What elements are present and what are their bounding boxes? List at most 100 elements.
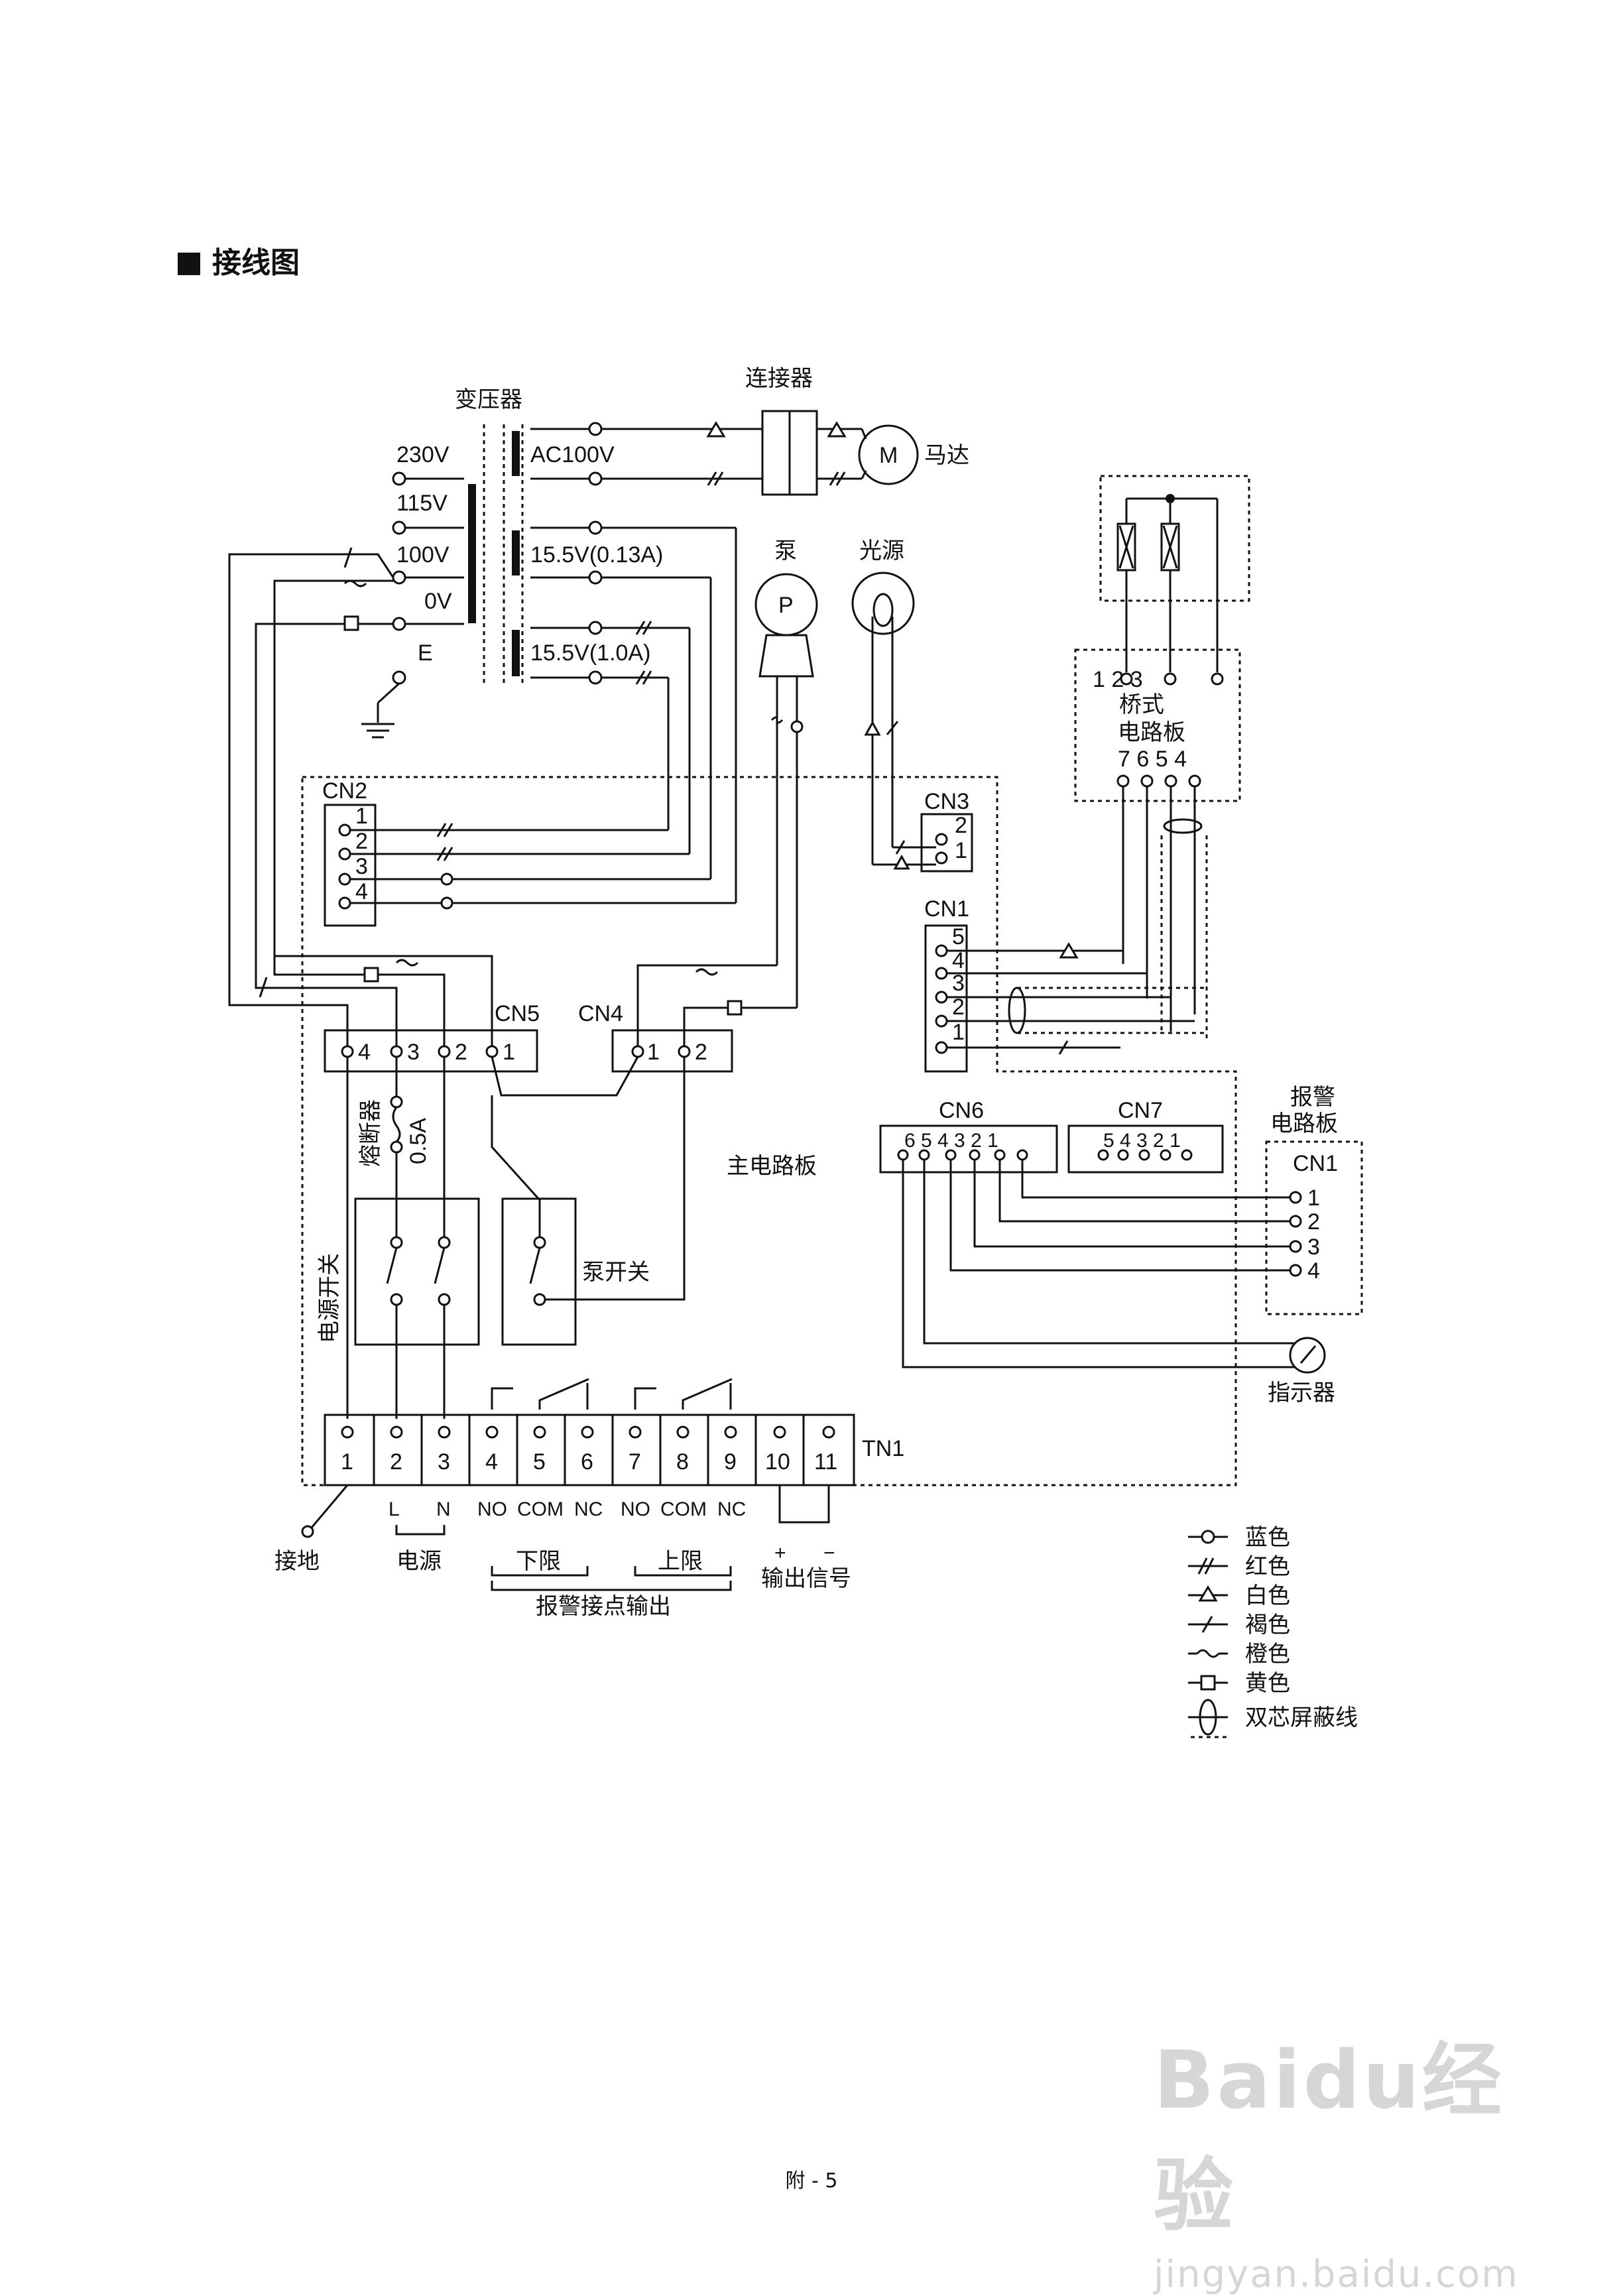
heading-text: 接线图 <box>212 246 300 280</box>
cn3-title: CN3 <box>924 789 969 814</box>
cn6-connector: CN6 6 5 4 3 2 1 <box>879 1098 1313 1368</box>
cn7-connector: CN7 5 4 3 2 1 <box>1067 1098 1224 1174</box>
transformer: 变压器 230V 115V 100V 0V E AC100V 15.5V(0.1… <box>361 387 663 739</box>
label-com-2: COM <box>660 1498 707 1520</box>
watermark-brand: Baidu经验 <box>1154 2035 1504 2242</box>
cn3-pin-2: 2 <box>955 813 967 838</box>
label-nc-2: NC <box>717 1498 746 1520</box>
power-switch-label: 电源开关 <box>317 1253 342 1343</box>
cn2-pin-4: 4 <box>355 879 368 904</box>
legend-blue: 蓝色 <box>1245 1525 1290 1550</box>
legend-orange: 橙色 <box>1245 1642 1290 1667</box>
cn7-title: CN7 <box>1118 1098 1163 1123</box>
contactor-label: 连接器 <box>745 366 813 391</box>
main-board: 主电路板 <box>301 776 1237 1486</box>
legend-shielded: 双芯屏蔽线 <box>1245 1705 1358 1730</box>
cn6-title: CN6 <box>939 1098 984 1123</box>
label-no-1: NO <box>477 1498 507 1520</box>
label-plus: + <box>774 1542 786 1564</box>
tn1-num-7: 7 <box>629 1449 641 1475</box>
label-n: N <box>436 1498 451 1520</box>
tn1-num-3: 3 <box>438 1449 450 1475</box>
alarm-pin-4: 4 <box>1307 1258 1320 1284</box>
legend-circle-icon <box>1201 1530 1215 1544</box>
cn2-pin-3: 3 <box>355 854 368 879</box>
alarm-pin-2: 2 <box>1307 1209 1320 1235</box>
pump-switch-label: 泵开关 <box>582 1260 650 1285</box>
alarm-label-2: 电路板 <box>1270 1111 1338 1136</box>
tap-e: E <box>418 640 433 666</box>
watermark: Baidu经验 jingyan.baidu.com <box>1154 2016 1578 2296</box>
indicator: 指示器 <box>1268 1337 1335 1406</box>
cn1-connector: CN1 5 4 3 2 1 <box>924 896 1207 1073</box>
alarm-board: 报警 电路板 CN1 1 2 3 4 <box>1265 1085 1363 1315</box>
pump-switch: 泵开关 <box>491 1095 650 1346</box>
label-no-2: NO <box>621 1498 650 1520</box>
fuse-rating: 0.5A <box>406 1118 431 1164</box>
label-alarm-output: 报警接点输出 <box>536 1594 671 1619</box>
cn4-pin-2: 2 <box>695 1040 707 1065</box>
secondary-ac100v: AC100V <box>530 442 615 467</box>
light-label: 光源 <box>859 538 904 564</box>
legend-square-icon <box>1200 1675 1216 1691</box>
cn6-pins: 6 5 4 3 2 1 <box>904 1130 998 1152</box>
secondary-15v-1a: 15.5V(1.0A) <box>530 640 650 666</box>
label-power: 电源 <box>396 1549 442 1574</box>
cn3-connector: CN3 2 1 <box>872 789 973 873</box>
cn4-title: CN4 <box>578 1001 623 1026</box>
cn5-title: CN5 <box>495 1001 540 1026</box>
watermark-url: jingyan.baidu.com <box>1154 2253 1519 2296</box>
legend: 蓝色 红色 白色 褐色 橙色 黄色 双芯屏蔽线 <box>1188 1525 1358 1738</box>
bridge-board: 1 2 3 桥式 电路板 7 6 5 4 <box>1074 475 1250 1038</box>
cn2-title: CN2 <box>322 778 367 804</box>
legend-shield-icon <box>1199 1699 1217 1736</box>
motor-symbol: M <box>879 443 898 468</box>
pump-label: 泵 <box>774 538 797 564</box>
label-com-1: COM <box>517 1498 564 1520</box>
label-upper: 上限 <box>658 1549 703 1574</box>
tap-115v: 115V <box>396 491 448 516</box>
alarm-label-1: 报警 <box>1290 1085 1335 1110</box>
cn2-connector: CN2 1 2 3 4 <box>322 526 737 927</box>
bridge-top-pins: 1 2 3 <box>1093 667 1143 692</box>
legend-brown: 褐色 <box>1245 1612 1290 1638</box>
label-nc-1: NC <box>574 1498 603 1520</box>
fuse-label: 熔断器 <box>358 1099 383 1167</box>
power-switch: 电源开关 <box>317 1197 480 1419</box>
bridge-label-1: 桥式 <box>1119 692 1164 717</box>
legend-slash-icon <box>1201 1616 1213 1633</box>
alarm-cn1: CN1 <box>1293 1151 1338 1176</box>
legend-red: 红色 <box>1245 1554 1290 1579</box>
cn5-pin-2: 2 <box>455 1040 467 1065</box>
alarm-pin-1: 1 <box>1307 1185 1320 1211</box>
label-minus: − <box>823 1542 835 1564</box>
cn4-pin-1: 1 <box>647 1040 660 1065</box>
main-board-label: 主电路板 <box>727 1154 817 1179</box>
alarm-pin-3: 3 <box>1307 1235 1320 1260</box>
secondary-15v-013a: 15.5V(0.13A) <box>530 542 663 568</box>
tn1-num-2: 2 <box>390 1449 402 1475</box>
tn1-num-4: 4 <box>485 1449 498 1475</box>
cn7-pins: 5 4 3 2 1 <box>1103 1130 1181 1152</box>
tn1-num-1: 1 <box>341 1449 353 1475</box>
label-output-signal: 输出信号 <box>761 1566 851 1591</box>
fuse: 熔断器 0.5A <box>346 1057 446 1419</box>
bridge-bottom-pins: 7 6 5 4 <box>1118 747 1187 772</box>
cn3-pin-1: 1 <box>955 838 967 863</box>
transformer-title: 变压器 <box>455 387 522 412</box>
legend-yellow: 黄色 <box>1245 1671 1290 1696</box>
legend-triangle-icon <box>1198 1585 1218 1602</box>
indicator-label: 指示器 <box>1268 1380 1335 1406</box>
cn1-pin-5: 5 <box>952 924 965 949</box>
terminal-labels: L N NO COM NC NO COM NC + − 接地 电源 下限 上限 … <box>274 1498 851 1619</box>
tap-100v: 100V <box>396 542 450 568</box>
tap-0v: 0V <box>424 589 452 614</box>
cn4-connector: CN4 1 2 <box>491 964 797 1301</box>
legend-double-slash-icon <box>1197 1557 1208 1575</box>
tn1-num-6: 6 <box>581 1449 593 1475</box>
label-ground: 接地 <box>274 1549 320 1574</box>
tn1-num-10: 10 <box>765 1449 790 1475</box>
tn1-circles <box>341 1425 835 1439</box>
heading-square-icon <box>178 253 200 275</box>
